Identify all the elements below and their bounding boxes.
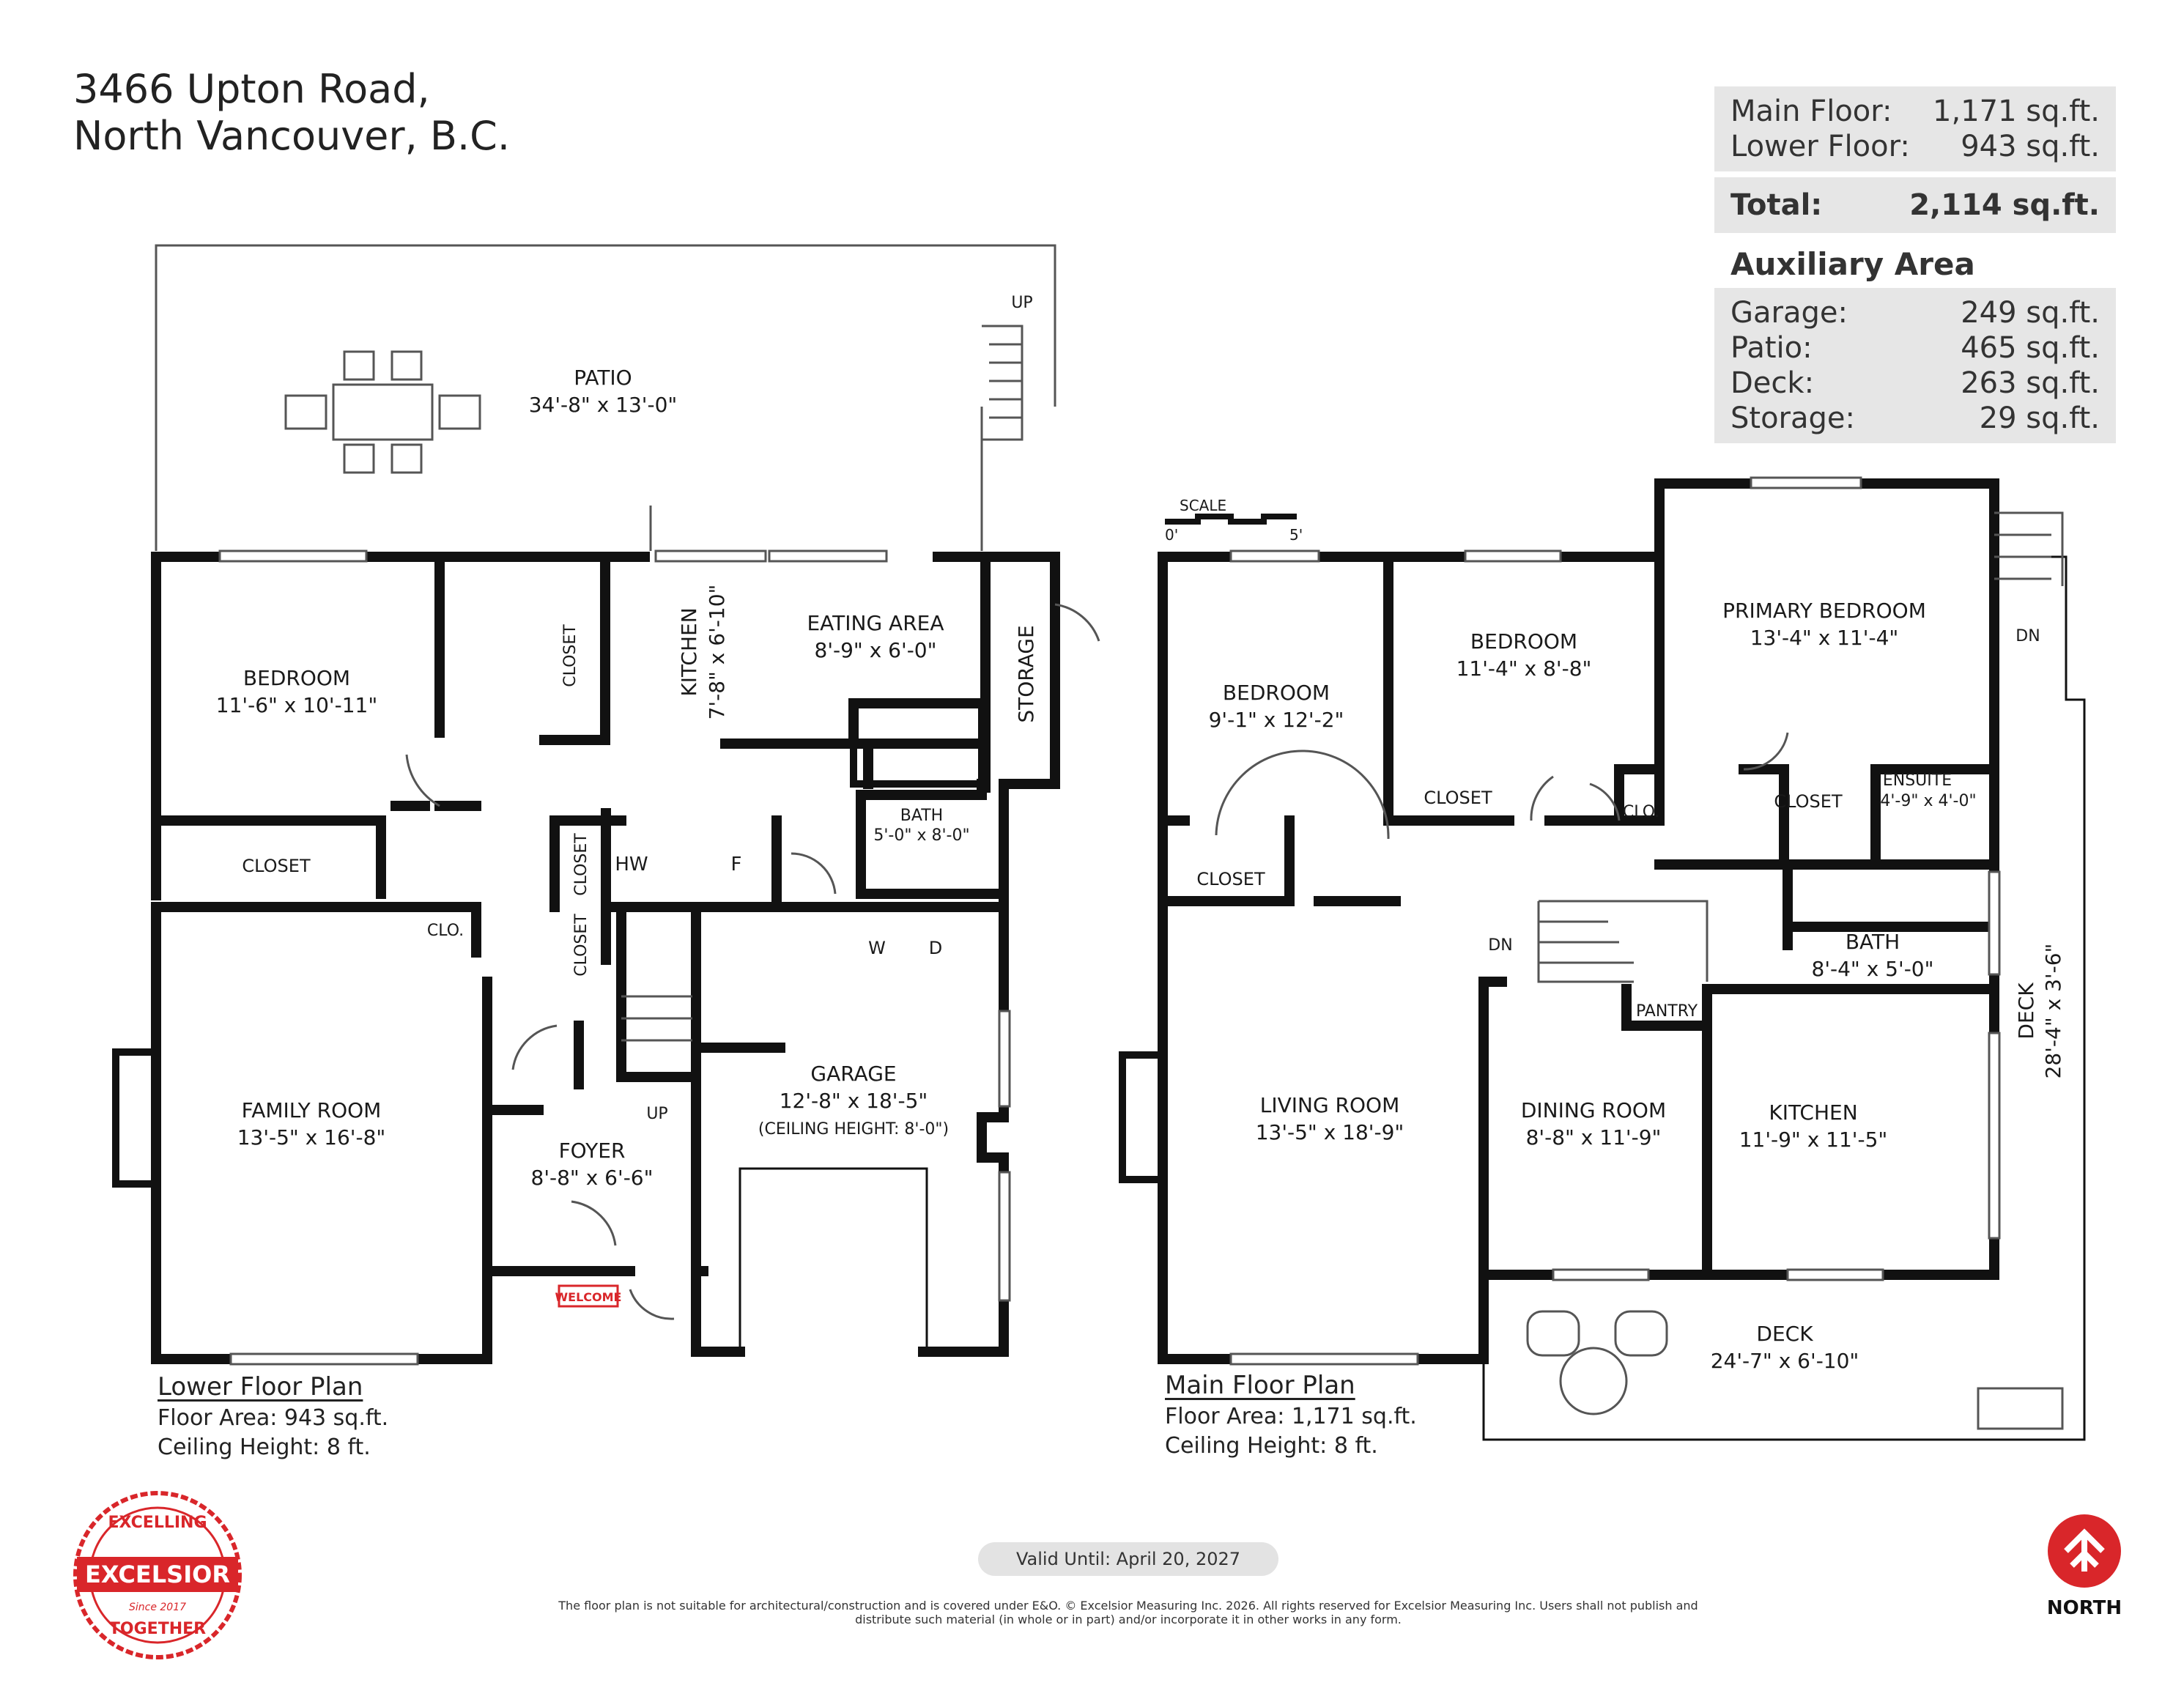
label-foyer-up: UP: [646, 1105, 667, 1123]
label-dining-room: DINING ROOM: [1521, 1098, 1666, 1122]
label-family-room: FAMILY ROOM: [242, 1098, 382, 1122]
dims-main-bedroom-2: 11'-4" x 8'-8": [1456, 656, 1592, 681]
lower-floor-area: Floor Area: 943 sq.ft.: [158, 1405, 389, 1431]
label-hw: HW: [615, 854, 648, 876]
label-lower-bath: BATH: [900, 807, 943, 825]
scale-label: SCALE: [1180, 497, 1226, 514]
label-storage: STORAGE: [1014, 625, 1038, 722]
label-closet-hall: CLOSET: [561, 624, 580, 687]
main-floor-row: Main Floor:1,171 sq.ft.: [1730, 95, 2100, 128]
label-lower-clo: CLO.: [427, 922, 464, 940]
dims-dining-room: 8'-8" x 11'-9": [1526, 1125, 1662, 1150]
dims-ensuite: 4'-9" x 4'-0": [1880, 792, 1976, 810]
address-line-1: 3466 Upton Road,: [73, 66, 430, 112]
auxiliary-box: Garage:249 sq.ft. Patio:465 sq.ft. Deck:…: [1714, 288, 2116, 443]
dims-main-bedroom-1: 9'-1" x 12'-2": [1209, 708, 1344, 732]
dims-main-bath: 8'-4" x 5'-0": [1812, 957, 1934, 981]
dims-main-kitchen: 11'-9" x 11'-5": [1739, 1128, 1888, 1152]
label-main-closet-3: CLOSET: [1774, 791, 1843, 812]
disclaimer-text: The floor plan is not suitable for archi…: [558, 1599, 1698, 1626]
main-floor-ceiling: Ceiling Height: 8 ft.: [1165, 1433, 1378, 1459]
label-main-kitchen: KITCHEN: [1769, 1100, 1857, 1125]
label-main-dn-1: DN: [2015, 627, 2040, 645]
label-patio-up: UP: [1011, 294, 1032, 312]
lower-floor-walls: [151, 552, 1060, 1364]
dims-patio: 34'-8" x 13'-0": [529, 393, 678, 417]
label-washer: W: [868, 938, 886, 958]
badge-middle-text: EXCELSIOR: [85, 1561, 230, 1588]
label-dryer: D: [929, 938, 942, 958]
dims-living-room: 13'-5" x 18'-9": [1256, 1120, 1404, 1144]
label-furnace: F: [731, 854, 742, 876]
label-pantry: PANTRY: [1636, 1002, 1698, 1021]
main-floor-caption: Main Floor Plan Floor Area: 1,171 sq.ft.…: [1165, 1369, 1417, 1461]
main-floor-title: Main Floor Plan: [1165, 1371, 1355, 1400]
welcome-mat: [558, 1284, 619, 1308]
storage-row: Storage:29 sq.ft.: [1730, 401, 2100, 435]
dims-side-deck: 28'-4" x 3'-6": [2041, 944, 2065, 1079]
label-ensuite: ENSUITE: [1883, 771, 1952, 790]
north-label: NORTH: [2047, 1597, 2122, 1619]
label-main-bath: BATH: [1846, 930, 1900, 954]
label-garage: GARAGE: [810, 1062, 896, 1086]
dims-primary-bedroom: 13'-4" x 11'-4": [1750, 626, 1899, 650]
total-row: Total:2,114 sq.ft.: [1730, 188, 2100, 222]
property-address: 3466 Upton Road, North Vancouver, B.C.: [73, 66, 510, 160]
lower-floor-title: Lower Floor Plan: [158, 1372, 363, 1402]
deck-row: Deck:263 sq.ft.: [1730, 366, 2100, 400]
label-main-closet-1: CLOSET: [1196, 869, 1265, 889]
label-side-deck: DECK: [2014, 982, 2038, 1040]
dims-family-room: 13'-5" x 16'-8": [237, 1125, 386, 1150]
lower-floor-ceiling: Ceiling Height: 8 ft.: [158, 1435, 371, 1460]
valid-until-badge: Valid Until: April 20, 2027: [978, 1542, 1278, 1576]
address-line-2: North Vancouver, B.C.: [73, 113, 511, 159]
dims-foyer: 8'-8" x 6'-6": [531, 1166, 654, 1190]
lower-floor-row: Lower Floor:943 sq.ft.: [1730, 130, 2100, 163]
dims-lower-kitchen: 7'-8" x 6'-10": [705, 585, 729, 720]
total-box: Total:2,114 sq.ft.: [1714, 177, 2116, 233]
patio-row: Patio:465 sq.ft.: [1730, 331, 2100, 365]
floor-area-box: Main Floor:1,171 sq.ft. Lower Floor:943 …: [1714, 86, 2116, 171]
dims-eating-area: 8'-9" x 6'-0": [815, 638, 937, 662]
note-garage-ceiling: (CEILING HEIGHT: 8'-0"): [758, 1120, 949, 1139]
label-lower-bedroom: BEDROOM: [243, 666, 350, 690]
label-main-closet-2: CLOSET: [1424, 788, 1492, 808]
label-main-dn-2: DN: [1488, 936, 1512, 955]
label-patio: PATIO: [574, 366, 632, 390]
dims-lower-bath: 5'-0" x 8'-0": [873, 826, 969, 845]
scale-min: 0': [1165, 526, 1178, 544]
badge-bottom-text: TOGETHER: [109, 1620, 206, 1638]
label-closet-3: CLOSET: [572, 914, 591, 977]
excelsior-badge: EXCELLING EXCELSIOR Since 2017 TOGETHER: [73, 1491, 242, 1659]
lower-floor-caption: Lower Floor Plan Floor Area: 943 sq.ft. …: [158, 1370, 388, 1462]
label-closet-bedroom: CLOSET: [242, 856, 311, 876]
dims-garage: 12'-8" x 18'-5": [780, 1089, 928, 1113]
label-closet-2: CLOSET: [572, 833, 591, 896]
label-main-bedroom-1: BEDROOM: [1223, 681, 1330, 705]
label-main-clo: CLO.: [1623, 803, 1659, 821]
welcome-mat-text: WELCOME: [555, 1290, 622, 1304]
dims-rear-deck: 24'-7" x 6'-10": [1711, 1349, 1859, 1373]
label-eating-area: EATING AREA: [807, 611, 944, 635]
garage-row: Garage:249 sq.ft.: [1730, 296, 2100, 330]
patio-outline: [155, 244, 2064, 1430]
label-lower-kitchen: KITCHEN: [677, 607, 701, 696]
area-summary: Main Floor:1,171 sq.ft. Lower Floor:943 …: [1714, 86, 2116, 443]
north-arrow-icon: NORTH: [2047, 1514, 2122, 1619]
label-main-bedroom-2: BEDROOM: [1470, 629, 1577, 654]
badge-top-text: EXCELLING: [108, 1514, 207, 1532]
label-primary-bedroom: PRIMARY BEDROOM: [1722, 599, 1926, 623]
scale-max: 5': [1289, 526, 1303, 544]
dims-lower-bedroom: 11'-6" x 10'-11": [216, 693, 377, 717]
label-rear-deck: DECK: [1756, 1322, 1813, 1346]
main-floor-area: Floor Area: 1,171 sq.ft.: [1165, 1404, 1417, 1429]
auxiliary-heading: Auxiliary Area: [1730, 246, 1975, 282]
label-foyer: FOYER: [559, 1139, 626, 1163]
label-living-room: LIVING ROOM: [1260, 1093, 1400, 1117]
badge-since-text: Since 2017: [129, 1602, 186, 1613]
